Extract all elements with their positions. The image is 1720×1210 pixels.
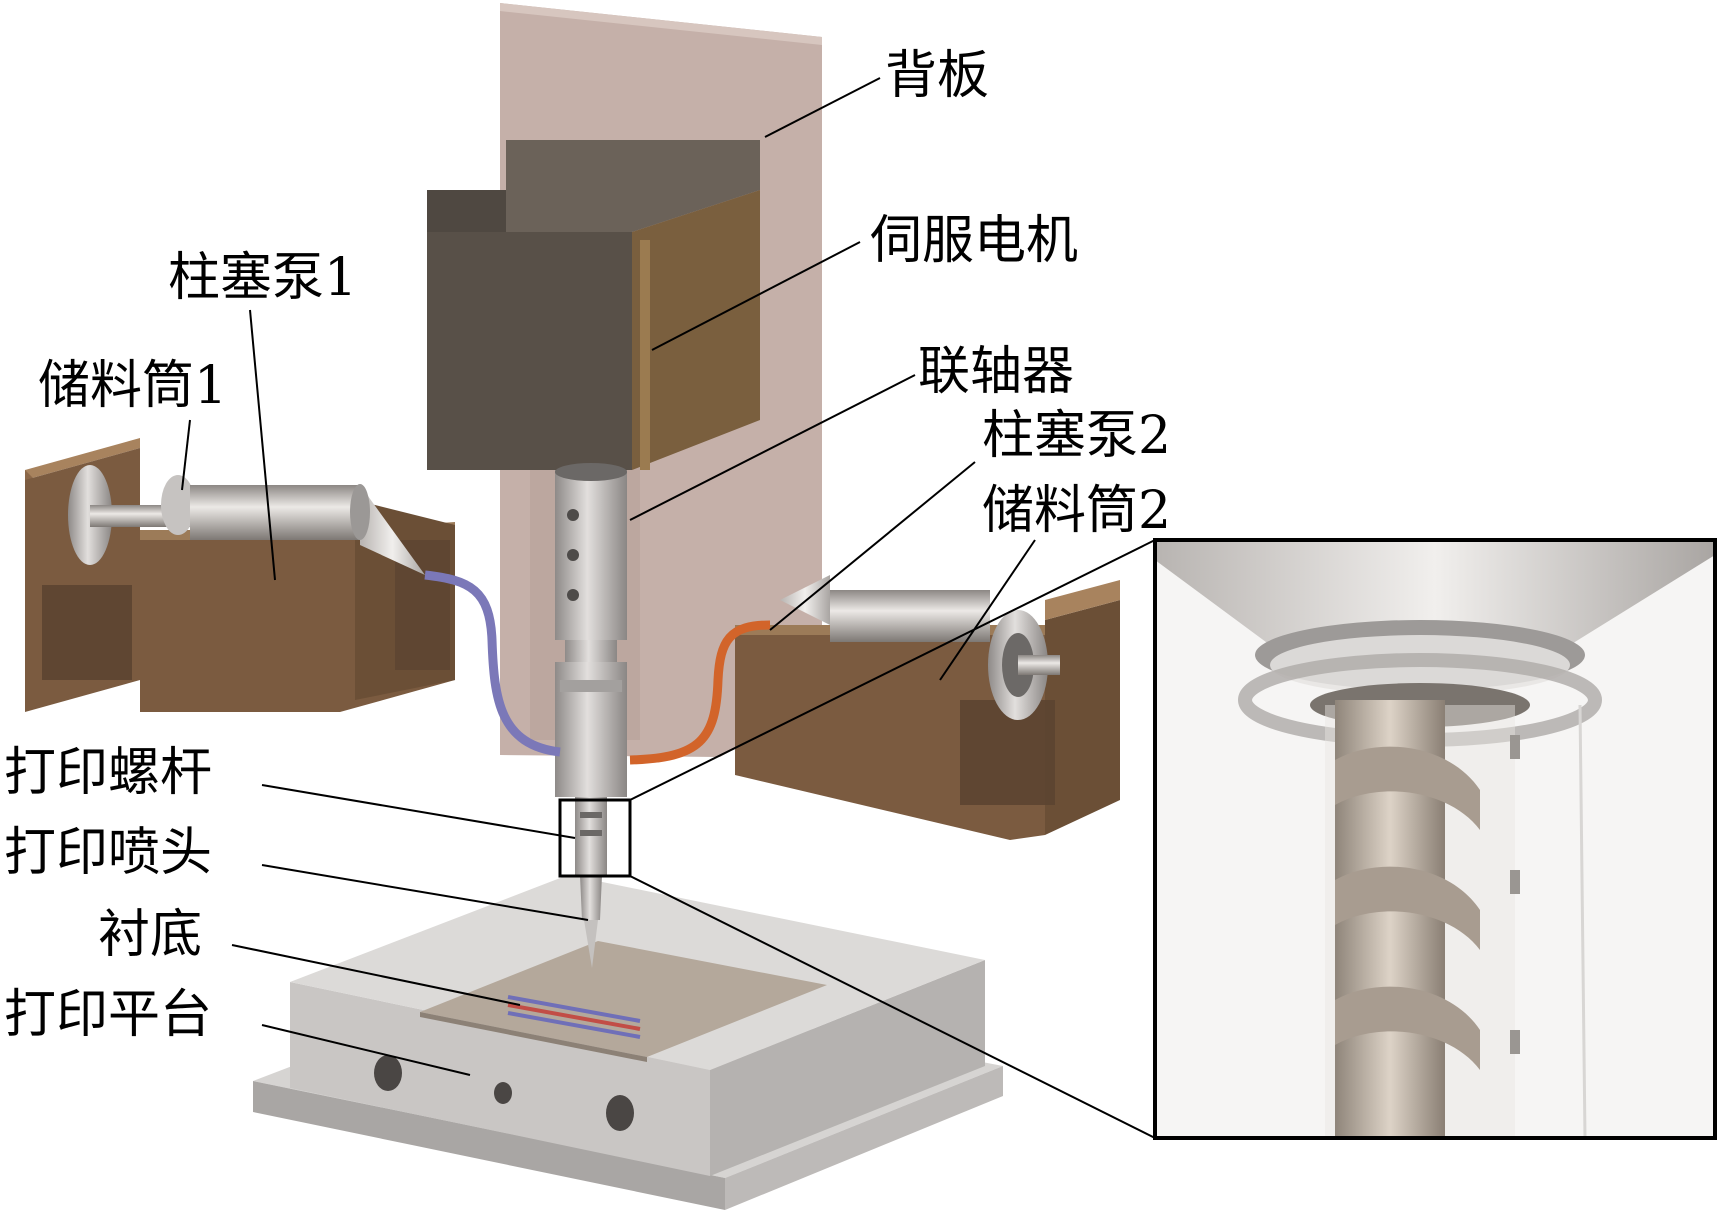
print-nozzle — [575, 797, 607, 968]
label-plunger-pump-1: 柱塞泵1 — [168, 248, 357, 308]
leader-lines — [181, 77, 1036, 1076]
substrate — [420, 941, 827, 1062]
barrel-2 — [780, 575, 1060, 720]
plunger-pump-2 — [735, 580, 1120, 840]
label-print-nozzle: 打印喷头 — [4, 823, 212, 883]
barrel-1 — [68, 465, 425, 575]
coupling — [555, 463, 627, 797]
label-barrel-2: 储料筒2 — [982, 481, 1171, 541]
label-print-screw: 打印螺杆 — [4, 743, 212, 803]
label-substrate: 衬底 — [98, 905, 202, 965]
tube-right — [629, 620, 771, 765]
platform-hole — [374, 1055, 402, 1091]
platform-hole — [606, 1095, 634, 1131]
inset-leader-bottom — [629, 875, 1156, 1139]
tube-left — [424, 570, 561, 757]
label-back-plate: 背板 — [885, 46, 989, 106]
platform-hole — [494, 1082, 512, 1104]
label-barrel-1: 储料筒1 — [38, 356, 227, 416]
label-coupling: 联轴器 — [918, 342, 1074, 402]
label-plunger-pump-2: 柱塞泵2 — [982, 406, 1171, 466]
screw-detail-frame — [558, 798, 632, 878]
inset-leader-top — [629, 539, 1156, 801]
servo-motor — [427, 140, 760, 470]
screw-inset — [1153, 538, 1717, 1140]
label-print-platform: 打印平台 — [4, 985, 212, 1045]
label-servo-motor: 伺服电机 — [870, 211, 1078, 271]
